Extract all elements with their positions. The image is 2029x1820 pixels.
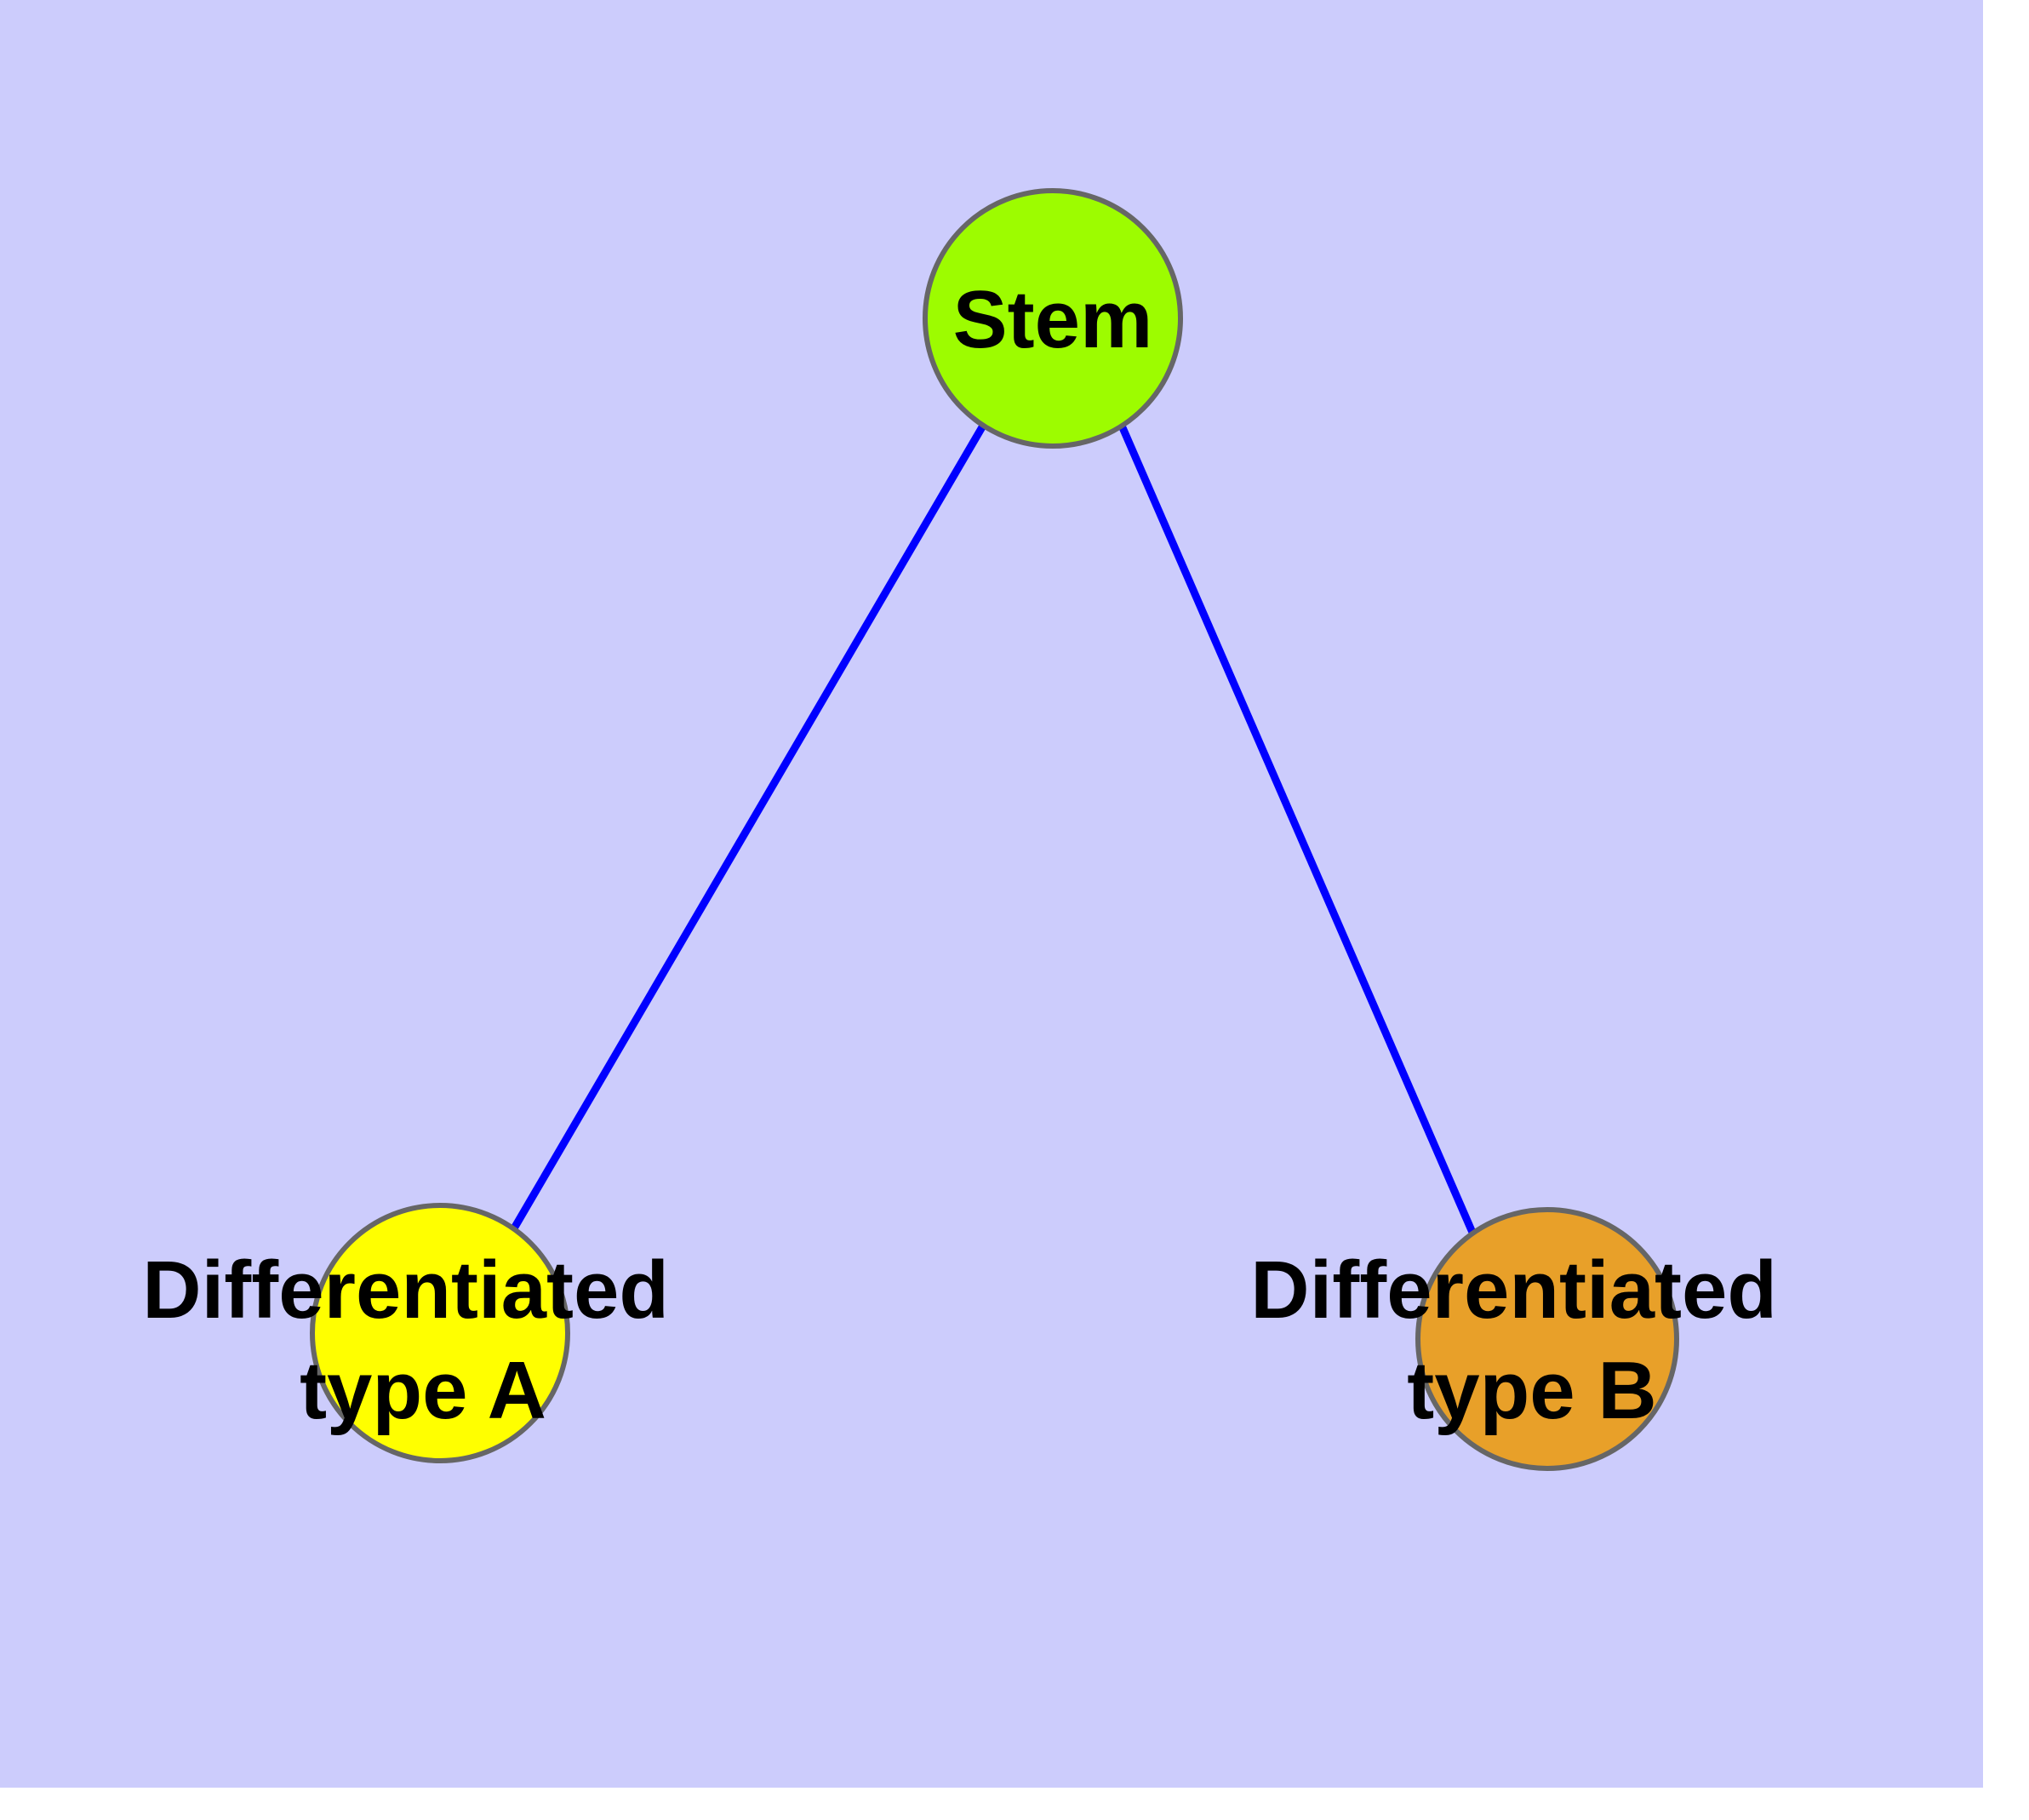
node-label-differentiated-type-b-line-1: Differentiated: [1250, 1245, 1777, 1336]
node-label-differentiated-type-a-line-1: Differentiated: [142, 1245, 669, 1336]
node-differentiated-type-b[interactable]: [1415, 1207, 1679, 1471]
node-label-differentiated-type-b: Differentiated type B: [1250, 1245, 1799, 1436]
label-group: Stem Differentiated type A Differentiate…: [142, 274, 1799, 1436]
node-differentiated-type-a[interactable]: [310, 1203, 570, 1463]
node-label-stem: Stem: [953, 274, 1153, 365]
node-label-differentiated-type-b-line-2: type B: [1407, 1345, 1656, 1436]
edge-group: [511, 423, 1477, 1236]
node-label-differentiated-type-a: Differentiated type A: [142, 1245, 691, 1436]
edge-stem-to-differentiated-type-b[interactable]: [1117, 424, 1477, 1236]
node-label-stem-line-1: Stem: [953, 274, 1153, 365]
node-label-differentiated-type-a-line-2: type A: [300, 1345, 546, 1436]
node-group: [310, 188, 1679, 1471]
node-stem[interactable]: [923, 188, 1183, 449]
edge-stem-to-differentiated-type-a[interactable]: [511, 423, 986, 1231]
